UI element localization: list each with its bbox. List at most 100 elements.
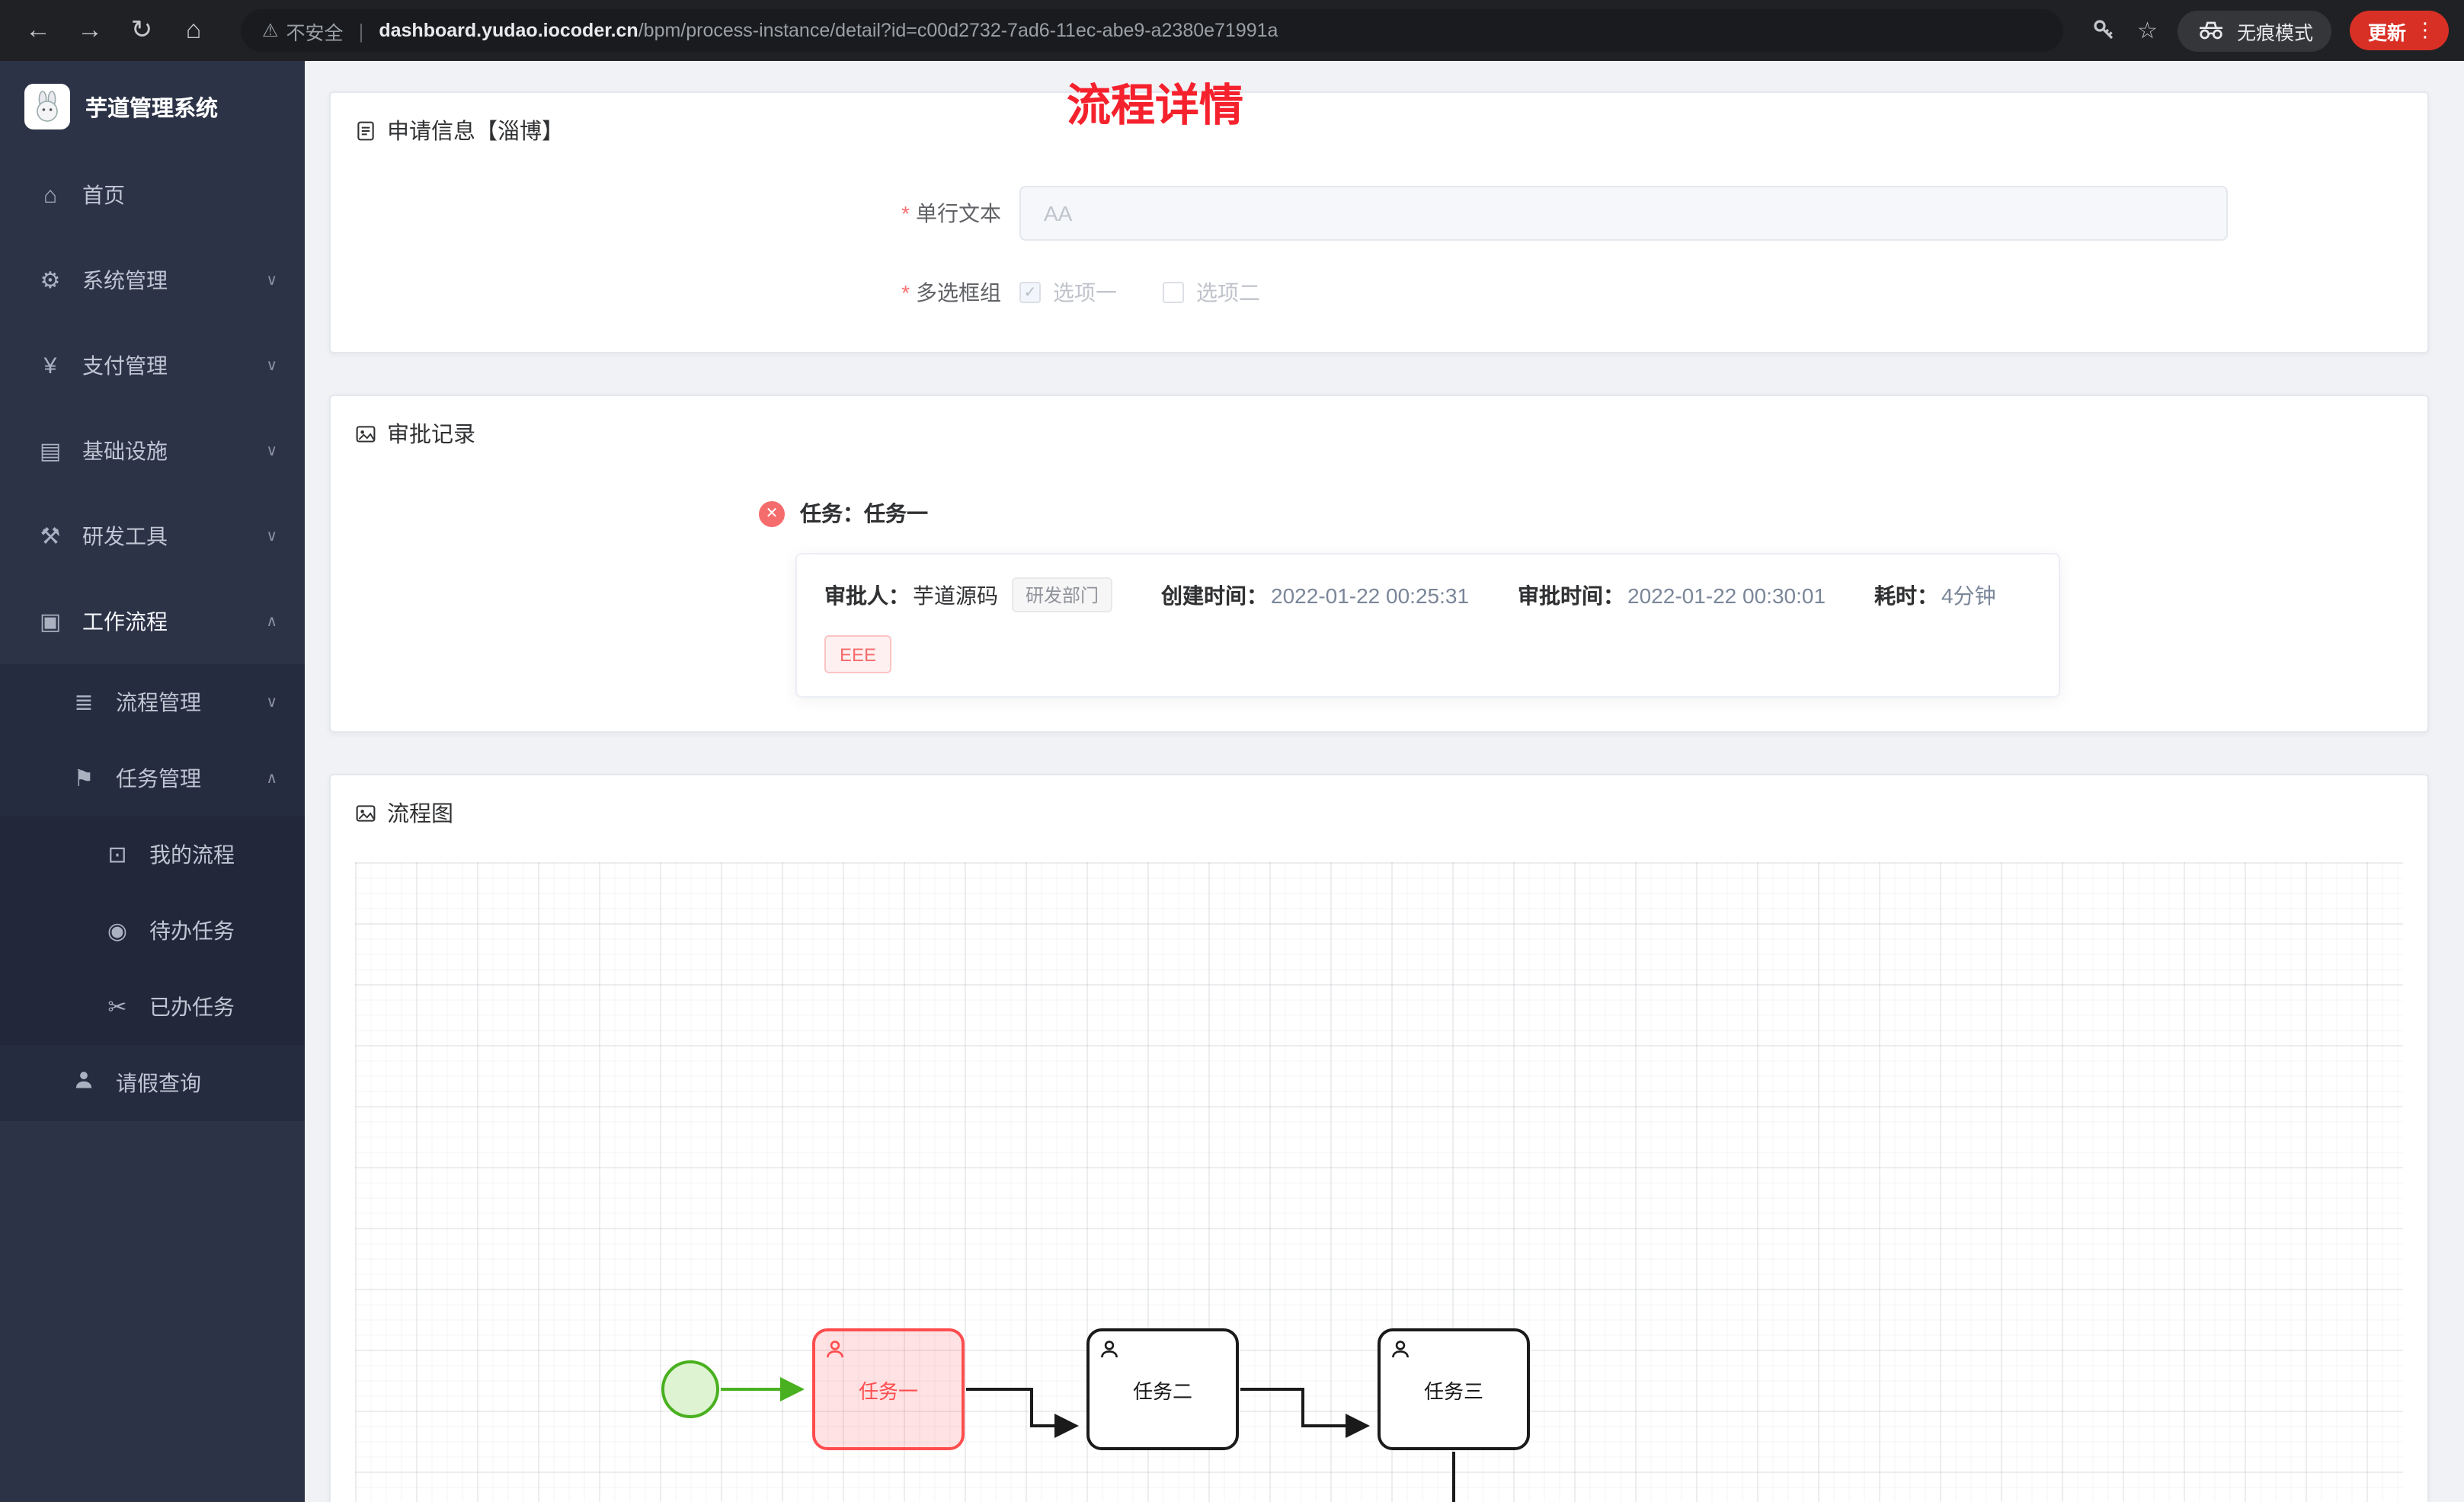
sidebar-item-label: 已办任务 — [149, 995, 235, 1019]
sidebar-item-home[interactable]: ⌂ 首页 — [0, 152, 305, 238]
url-bar[interactable]: ⚠ 不安全 | dashboard.yudao.iocoder.cn/bpm/p… — [241, 9, 2063, 52]
sidebar-item-label: 工作流程 — [82, 609, 168, 634]
bpmn-task-1[interactable]: 任务一 — [812, 1328, 965, 1450]
chevron-down-icon: ∨ — [266, 694, 277, 711]
application-info-title: 申请信息【淄博】 — [387, 120, 564, 145]
workflow-icon: ▣ — [39, 609, 62, 635]
user-task-person-icon — [1390, 1339, 1411, 1365]
duration-value: 4分钟 — [1941, 583, 1996, 607]
chevron-up-icon: ∧ — [266, 613, 277, 630]
sidebar-item-workflow[interactable]: ▣ 工作流程 ∧ — [0, 579, 305, 664]
sidebar-item-label: 系统管理 — [82, 268, 168, 292]
bpmn-connectors — [721, 1377, 1455, 1502]
chevron-down-icon: ∨ — [266, 443, 277, 459]
done-task-icon: ✂ — [107, 995, 127, 1021]
yen-icon: ¥ — [43, 353, 57, 379]
sidebar-menu: ⌂ 首页 ⚙ 系统管理 ∨ ¥ 支付管理 ∨ ▤ 基础设施 ∨ ⚒ 研发工具 ∨ — [0, 152, 305, 1121]
browser-menu-icon[interactable]: ⋮ — [2415, 18, 2435, 41]
incognito-label: 无痕模式 — [2236, 22, 2313, 43]
app-logo-row: 芋道管理系统 — [0, 61, 305, 152]
tools-icon: ⚒ — [40, 524, 61, 550]
sidebar-item-payment-management[interactable]: ¥ 支付管理 ∨ — [0, 323, 305, 408]
incognito-badge: 无痕模式 — [2177, 10, 2331, 51]
main-content: 流程详情 申请信息【淄博】 *单行文本 *多选框组 ✓ 选项一 ✓ 选项二 — [305, 61, 2464, 1502]
chevron-down-icon: ∨ — [266, 272, 277, 289]
chevron-down-icon: ∨ — [266, 357, 277, 374]
sidebar-item-dev-tools[interactable]: ⚒ 研发工具 ∨ — [0, 494, 305, 579]
monitor-icon: ▤ — [39, 439, 62, 465]
bpmn-task-label: 任务三 — [1423, 1379, 1483, 1402]
app-logo-icon — [24, 84, 70, 129]
sidebar-item-label: 基础设施 — [82, 439, 168, 463]
forward-icon[interactable]: → — [77, 15, 103, 44]
chevron-up-icon: ∧ — [266, 770, 277, 787]
approved-time-label: 审批时间： — [1518, 583, 1625, 607]
incognito-icon — [2199, 21, 2222, 40]
user-task-person-icon — [1099, 1339, 1120, 1365]
bookmark-star-icon[interactable]: ☆ — [2137, 18, 2158, 44]
bpmn-task-2[interactable]: 任务二 — [1086, 1328, 1239, 1450]
approval-record-header: 审批记录 — [331, 396, 2427, 465]
workflow-submenu: ≣ 流程管理 ∨ ⚑ 任务管理 ∧ ⊡ 我的流程 ◉ 待办任务 — [0, 664, 305, 1121]
home-nav-icon[interactable]: ⌂ — [185, 15, 202, 44]
sidebar-item-label: 待办任务 — [149, 919, 235, 943]
text-field-label: *单行文本 — [901, 201, 1001, 225]
gear-icon: ⚙ — [40, 268, 61, 294]
checkbox-option-1[interactable]: ✓ 选项一 — [1019, 277, 1117, 308]
form-row-checkboxes: *多选框组 ✓ 选项一 ✓ 选项二 — [331, 277, 2427, 308]
checkbox-box-icon: ✓ — [1019, 282, 1041, 303]
sidebar-item-infrastructure[interactable]: ▤ 基础设施 ∨ — [0, 408, 305, 494]
eye-icon: ◉ — [107, 919, 128, 944]
sidebar-item-label: 流程管理 — [116, 690, 201, 714]
sidebar: 芋道管理系统 ⌂ 首页 ⚙ 系统管理 ∨ ¥ 支付管理 ∨ ▤ 基础设施 ∨ — [0, 61, 305, 1502]
sidebar-item-label: 我的流程 — [149, 842, 235, 867]
record-icon — [356, 425, 376, 442]
checkbox-group-label: *多选框组 — [901, 280, 1001, 305]
bpmn-task-label: 任务二 — [1132, 1379, 1192, 1402]
back-icon[interactable]: ← — [25, 15, 51, 44]
checkbox-box-icon: ✓ — [1163, 282, 1184, 303]
approver-label: 审批人： — [824, 583, 910, 607]
user-task-person-icon — [824, 1339, 846, 1365]
sidebar-item-task-management[interactable]: ⚑ 任务管理 ∧ — [0, 740, 305, 817]
chrome-update-button[interactable]: 更新 ⋮ — [2349, 11, 2449, 50]
approval-task-title: 任务：任务一 — [800, 501, 928, 526]
chevron-down-icon: ∨ — [266, 528, 277, 545]
password-key-icon[interactable] — [2091, 18, 2116, 43]
my-process-icon: ⊡ — [107, 842, 127, 868]
rejected-status-icon: ✕ — [759, 500, 785, 526]
bpmn-start-event[interactable] — [661, 1360, 719, 1418]
process-diagram-card: 流程图 任务一 — [329, 774, 2429, 1502]
approval-detail-line: 审批人： 芋道源码 研发部门 创建时间： 2022-01-22 00:25:31… — [824, 577, 2031, 612]
approval-record-card: 审批记录 ✕ 任务：任务一 审批人： 芋道源码 研发部门 创建时间： 2022-… — [329, 395, 2429, 733]
single-line-text-input[interactable] — [1019, 186, 2228, 241]
bpmn-task-3[interactable]: 任务三 — [1378, 1328, 1530, 1450]
bpmn-canvas[interactable]: 任务一 任务二 任务三 — [355, 862, 2403, 1502]
process-diagram-header: 流程图 — [331, 775, 2427, 844]
sidebar-item-leave-query[interactable]: 请假查询 — [0, 1045, 305, 1121]
security-label: 不安全 — [286, 22, 344, 43]
checkbox-option-2[interactable]: ✓ 选项二 — [1163, 277, 1260, 308]
checkbox-label: 选项二 — [1196, 280, 1260, 305]
sidebar-item-label: 研发工具 — [82, 524, 168, 548]
approval-record-title: 审批记录 — [387, 423, 475, 448]
reload-icon[interactable]: ↻ — [130, 15, 153, 44]
sidebar-item-done-tasks[interactable]: ✂ 已办任务 — [0, 969, 305, 1045]
url-domain: dashboard.yudao.iocoder.cn — [379, 20, 638, 41]
sidebar-item-label: 首页 — [82, 183, 125, 207]
sidebar-item-system-management[interactable]: ⚙ 系统管理 ∨ — [0, 238, 305, 323]
sidebar-item-todo-tasks[interactable]: ◉ 待办任务 — [0, 893, 305, 969]
approver-name: 芋道源码 — [913, 583, 998, 607]
user-icon — [67, 1069, 101, 1097]
sidebar-item-my-processes[interactable]: ⊡ 我的流程 — [0, 817, 305, 893]
list-icon: ≣ — [74, 690, 94, 716]
application-info-header: 申请信息【淄博】 — [331, 93, 2427, 161]
sidebar-item-process-management[interactable]: ≣ 流程管理 ∨ — [0, 664, 305, 740]
department-tag: 研发部门 — [1012, 577, 1113, 612]
created-time-value: 2022-01-22 00:25:31 — [1271, 583, 1470, 607]
sidebar-item-label: 支付管理 — [82, 353, 168, 378]
sidebar-item-label: 任务管理 — [116, 766, 201, 791]
browser-toolbar: ← → ↻ ⌂ ⚠ 不安全 | dashboard.yudao.iocoder.… — [0, 0, 2464, 61]
created-time-label: 创建时间： — [1161, 583, 1269, 607]
